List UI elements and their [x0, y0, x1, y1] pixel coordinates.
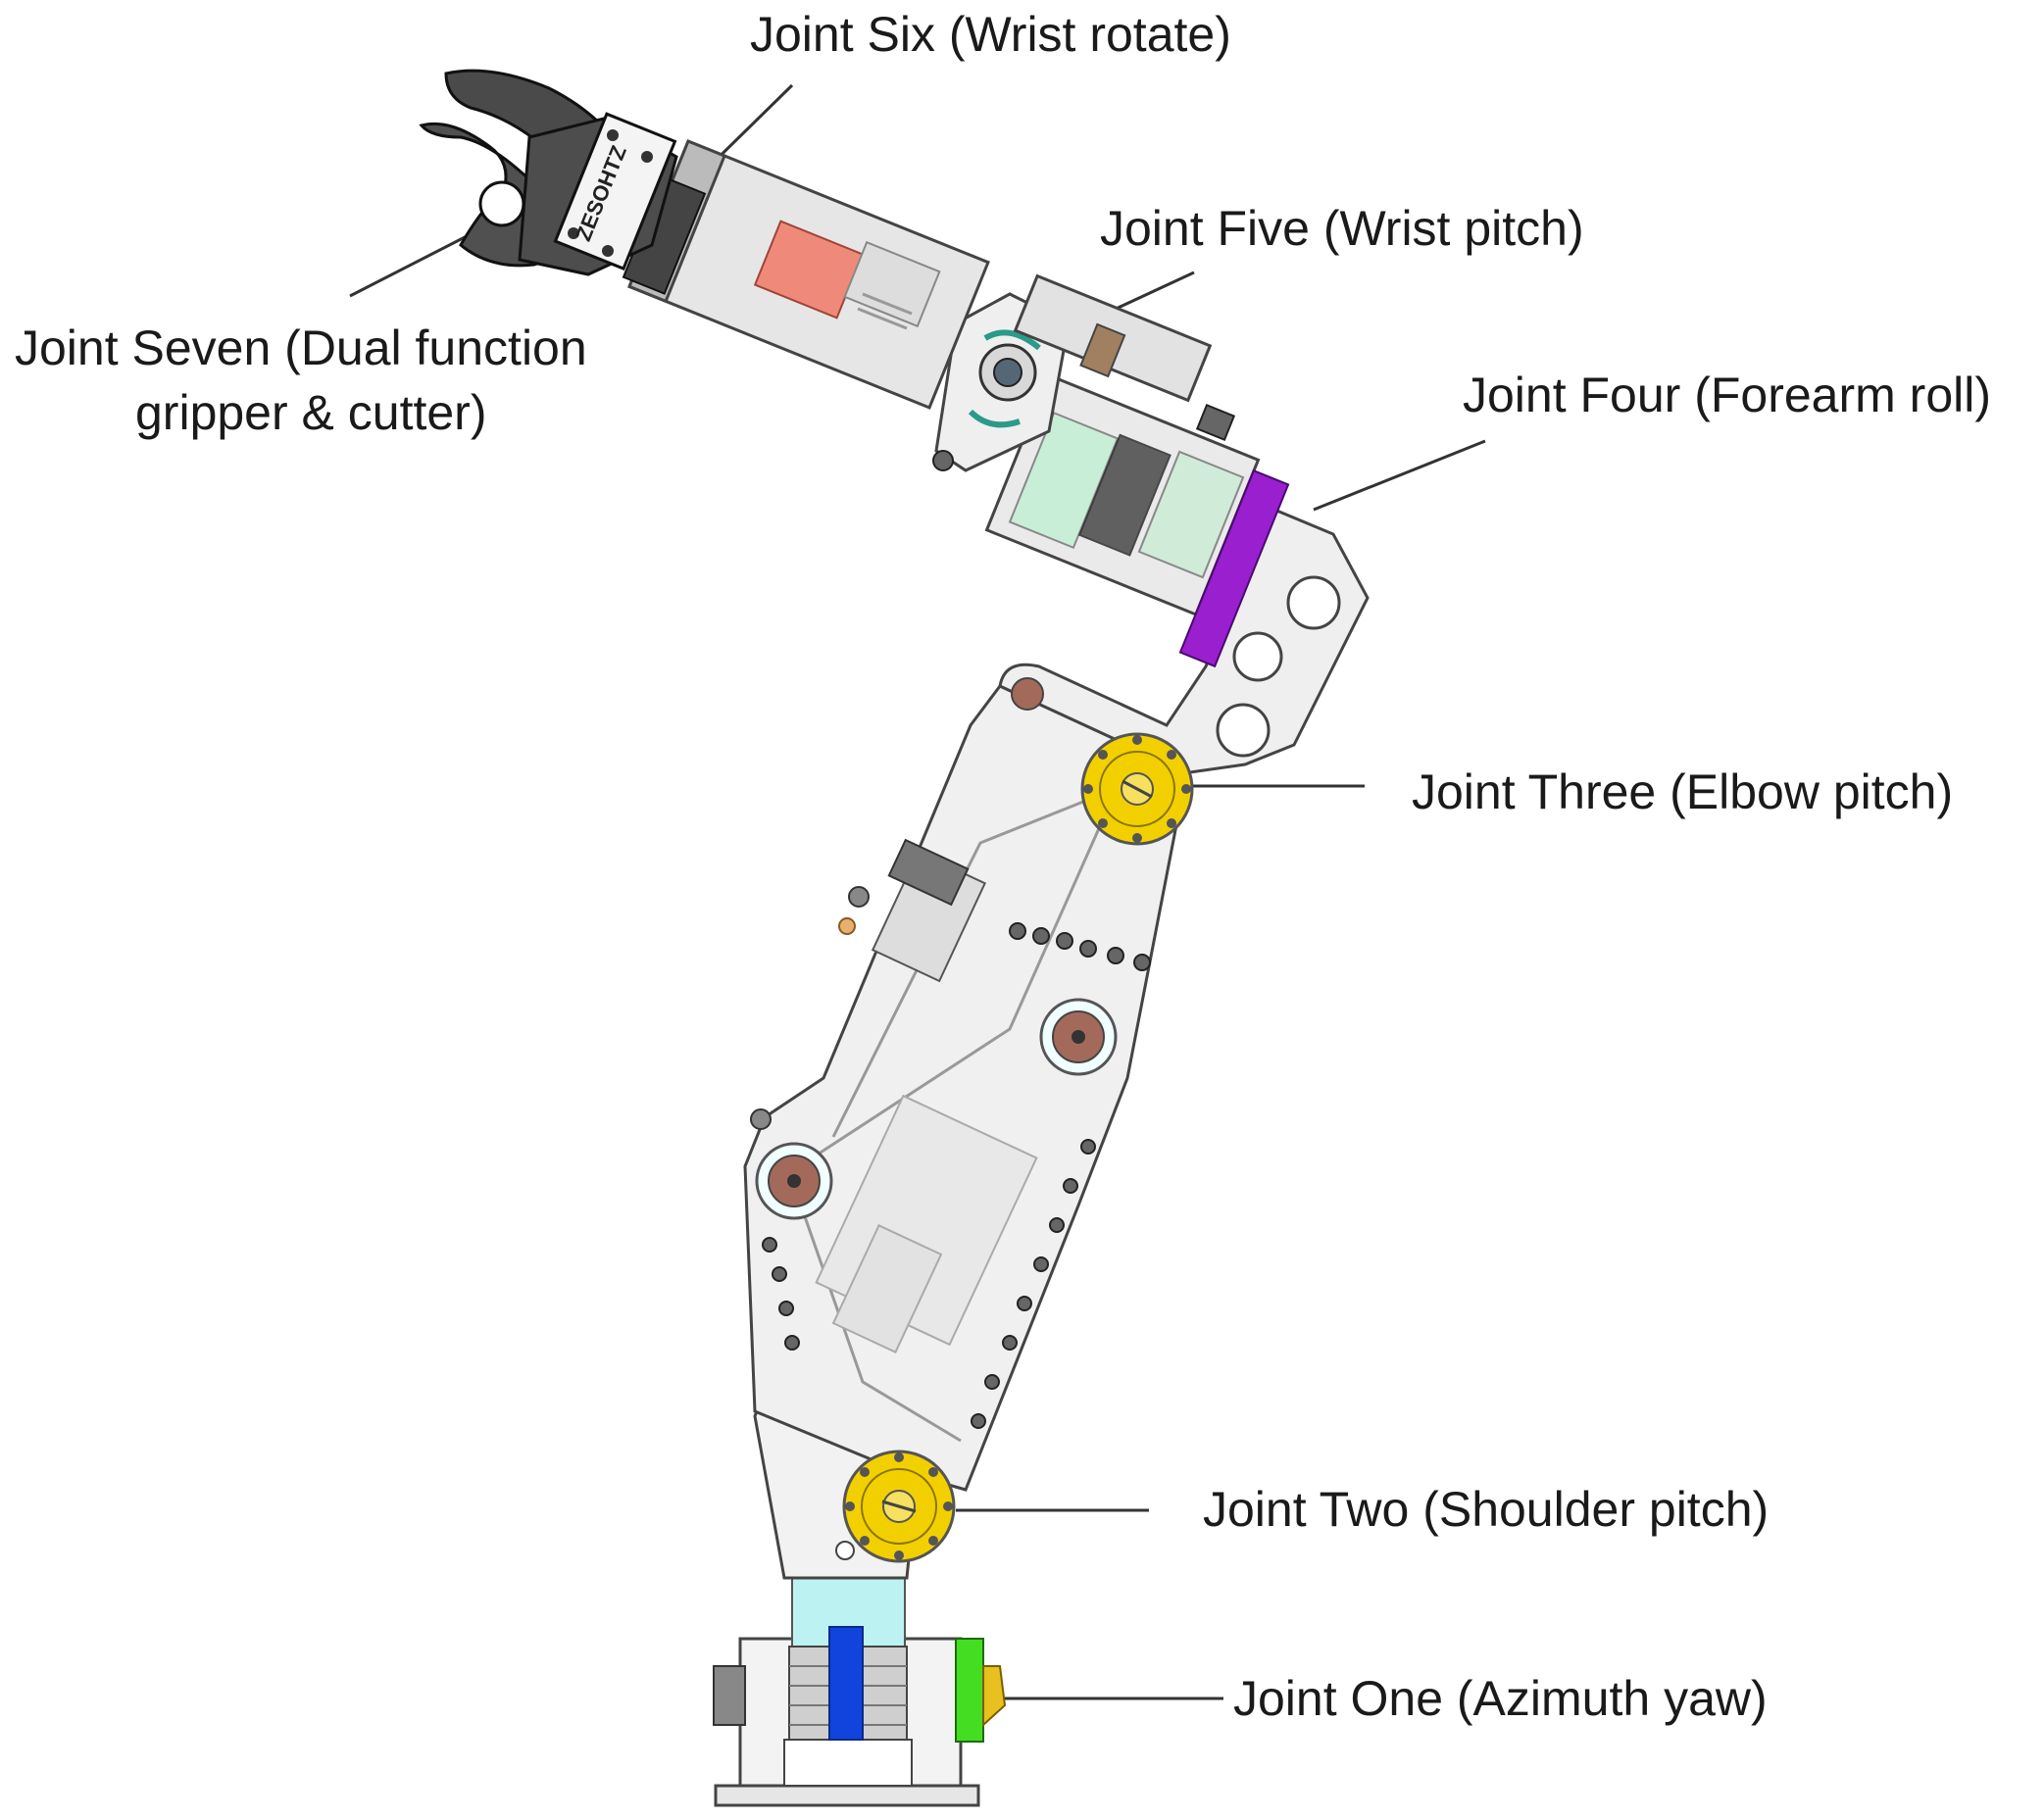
base-assembly — [713, 1575, 1007, 1807]
label-joint-four: Joint Four (Forearm roll) — [1463, 368, 1991, 422]
elbow-hole-3 — [1216, 703, 1271, 758]
base-window — [783, 1739, 913, 1787]
label-joint-five: Joint Five (Wrist pitch) — [1100, 201, 1584, 256]
base-plate — [714, 1784, 980, 1807]
wrist-pitch-assembly — [932, 273, 1236, 472]
elbow-bracket — [998, 508, 1370, 776]
gripper-cutter-hole — [478, 180, 525, 227]
label-joint-seven-line1: Joint Seven (Dual function — [15, 320, 587, 375]
joint-three-gear — [1080, 732, 1194, 846]
labels: Joint Six (Wrist rotate) Joint Five (Wri… — [15, 7, 1991, 1726]
forearm-housing — [984, 373, 1290, 668]
elbow-hole-1 — [1286, 575, 1341, 630]
label-joint-seven-line2: gripper & cutter) — [135, 385, 486, 440]
label-joint-one: Joint One (Azimuth yaw) — [1233, 1671, 1768, 1726]
label-joint-six: Joint Six (Wrist rotate) — [750, 7, 1231, 62]
leader-line-joint-seven — [349, 233, 470, 298]
gripper-assembly: ZESOHTZ — [419, 69, 678, 276]
base-green-ring — [955, 1638, 984, 1743]
leader-line-joint-four — [1313, 439, 1486, 512]
wrist-rotate-housing — [622, 139, 990, 410]
leader-lines — [349, 83, 1486, 1700]
label-joint-two: Joint Two (Shoulder pitch) — [1203, 1482, 1769, 1537]
base-left-nut — [713, 1665, 746, 1726]
label-joint-three: Joint Three (Elbow pitch) — [1412, 764, 1953, 819]
base-blue-shaft — [828, 1626, 864, 1741]
elbow-hole-2 — [1232, 631, 1283, 682]
joint-two-gear — [842, 1450, 956, 1563]
upper-arm — [743, 684, 1188, 1492]
forearm-purple-ring — [1178, 468, 1290, 668]
base-gold-cap — [982, 1665, 1007, 1728]
